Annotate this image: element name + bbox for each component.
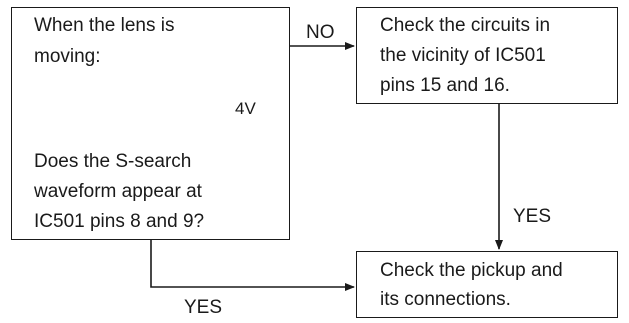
- decision-box: [11, 7, 290, 240]
- decision-intro-line-1: When the lens is: [34, 15, 175, 36]
- yes-down-label: YES: [513, 206, 552, 227]
- check-pickup-line-2: its connections.: [380, 289, 511, 310]
- decision-question-line-2: waveform appear at: [34, 181, 202, 202]
- decision-question-line-1: Does the S-search: [34, 151, 192, 172]
- decision-intro-line-2: moving:: [34, 46, 101, 67]
- check-circuits-line-3: pins 15 and 16.: [380, 75, 510, 96]
- check-circuits-line-1: Check the circuits in: [380, 15, 551, 36]
- voltage-label: 4V: [235, 99, 256, 118]
- check-pickup-line-1: Check the pickup and: [380, 260, 563, 281]
- no-label: NO: [306, 22, 335, 43]
- decision-question-line-3: IC501 pins 8 and 9?: [34, 211, 205, 232]
- check-pickup-box: [356, 251, 618, 318]
- check-circuits-box: [356, 7, 618, 104]
- yes-bottom-arrow: [150, 240, 355, 291]
- check-circuits-line-2: the vicinity of IC501: [380, 45, 546, 66]
- yes-bottom-label: YES: [184, 297, 223, 318]
